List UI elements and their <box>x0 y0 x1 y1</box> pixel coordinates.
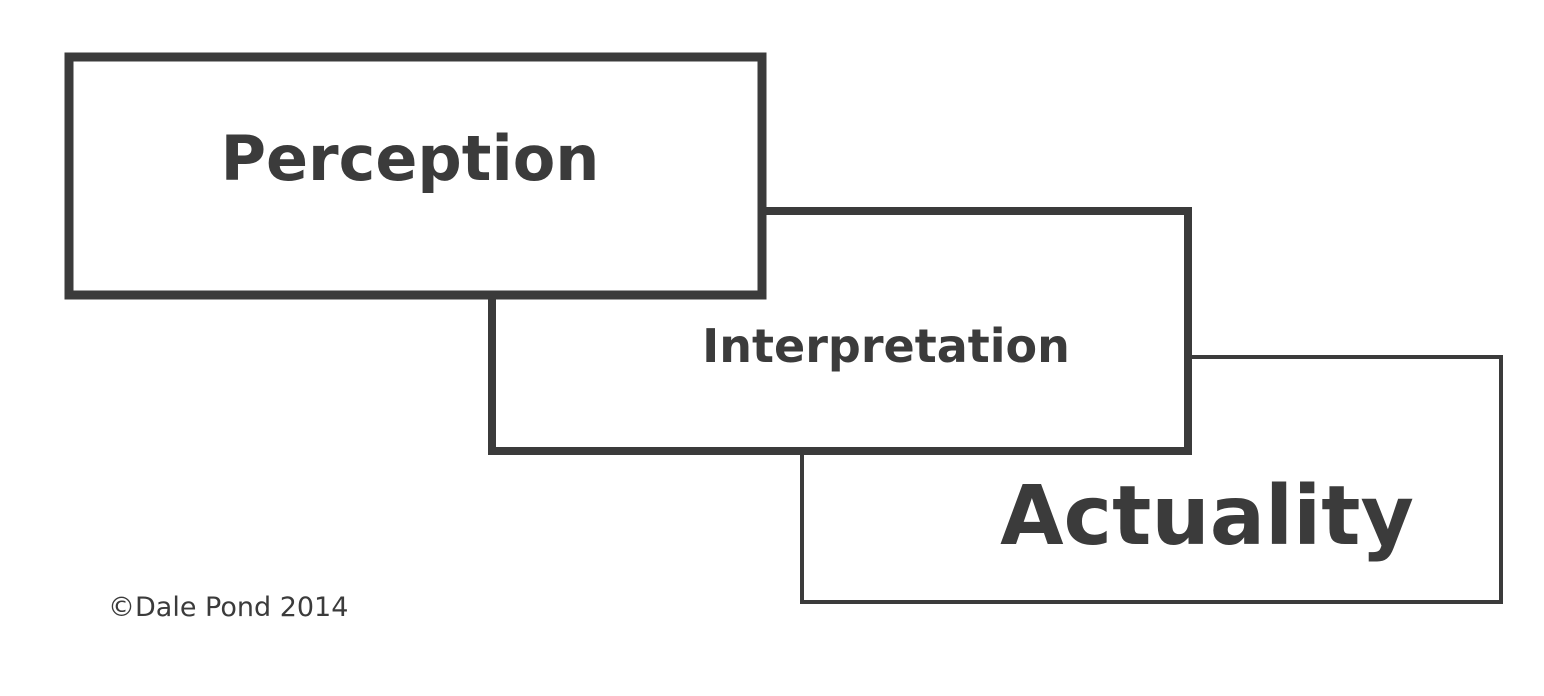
actuality-box <box>800 355 1503 604</box>
interpretation-label: Interpretation <box>702 319 1070 373</box>
actuality-label: Actuality <box>1000 469 1414 564</box>
perception-label: Perception <box>221 122 600 195</box>
copyright-text: ©Dale Pond 2014 <box>108 592 348 623</box>
perception-box <box>64 52 767 300</box>
interpretation-box <box>488 207 1192 455</box>
